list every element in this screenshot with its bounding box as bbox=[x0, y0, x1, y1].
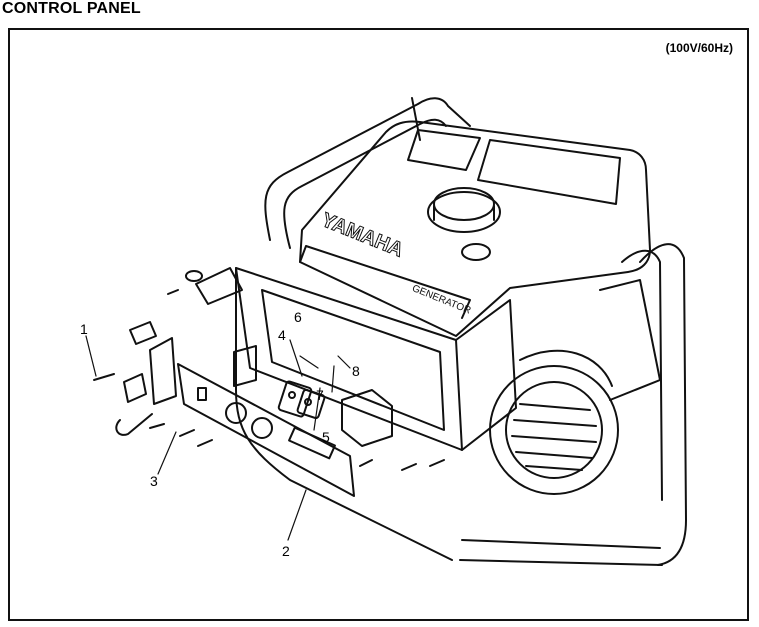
front-panel-plate bbox=[177, 363, 355, 497]
callout-2: 2 bbox=[282, 543, 290, 559]
callout-3: 3 bbox=[150, 473, 158, 489]
knob-icon bbox=[115, 413, 153, 436]
screw-icon bbox=[93, 289, 445, 471]
voltage-spec-label: (100V/60Hz) bbox=[665, 41, 733, 55]
switch-bracket bbox=[149, 337, 177, 405]
page-title: CONTROL PANEL bbox=[2, 0, 141, 17]
callout-4: 4 bbox=[278, 327, 286, 343]
fuel-tank-cover bbox=[299, 120, 651, 337]
cover-plate bbox=[195, 267, 243, 305]
callout-8: 8 bbox=[352, 363, 360, 379]
switch-icon bbox=[233, 345, 257, 387]
callout-6: 6 bbox=[294, 309, 302, 325]
outlet-icon bbox=[277, 380, 326, 420]
model-label: GENERATOR bbox=[410, 283, 472, 317]
recoil-starter-icon bbox=[489, 349, 619, 495]
engine-side-cover bbox=[599, 279, 661, 401]
callout-1: 1 bbox=[80, 321, 88, 337]
callout-7: 7 bbox=[316, 387, 324, 403]
circuit-breaker-box bbox=[341, 389, 393, 447]
callout-5: 5 bbox=[322, 429, 330, 445]
panel-housing bbox=[235, 267, 517, 451]
engine-switch-icon bbox=[123, 373, 147, 403]
diagram-frame: (100V/60Hz) bbox=[8, 28, 749, 621]
washer-icon bbox=[185, 270, 203, 282]
fuel-cap-icon bbox=[427, 187, 501, 261]
connector-icon bbox=[129, 321, 157, 345]
